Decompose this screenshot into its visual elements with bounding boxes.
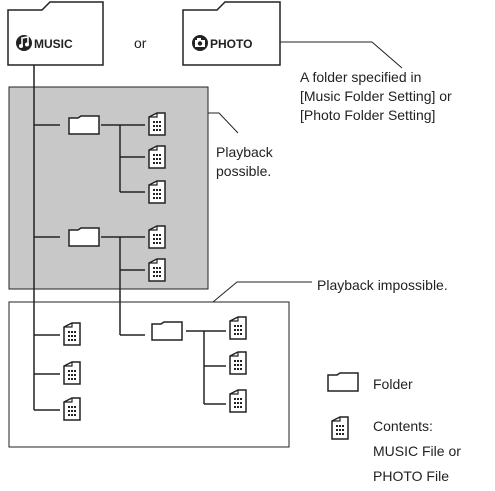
playback-possible-region [8, 86, 209, 290]
file-icon [148, 145, 166, 169]
folder-icon [68, 115, 100, 135]
file-icon [148, 225, 166, 249]
impossible-leader [212, 281, 312, 303]
or-text: or [134, 35, 147, 51]
file-icon [148, 180, 166, 204]
photo-root-folder: PHOTO [182, 1, 281, 66]
photo-root-label: PHOTO [210, 37, 252, 51]
music-root-label: MUSIC [34, 37, 73, 51]
folder-spec-text-2: [Music Folder Setting] or [300, 88, 452, 104]
camera-icon [192, 35, 208, 51]
file-icon [229, 351, 247, 375]
folder-spec-text-1: A folder specified in [300, 69, 421, 85]
file-icon [63, 322, 81, 346]
tree-lines [33, 65, 226, 411]
folder-spec-leader [280, 41, 403, 69]
legend-contents-text-2: MUSIC File or [373, 443, 461, 459]
folder-icon [68, 227, 100, 247]
legend-contents-text-3: PHOTO File [373, 468, 449, 484]
playback-possible-text-2: possible. [216, 163, 271, 179]
folder-icon [151, 321, 183, 341]
playback-impossible-text: Playback impossible. [317, 277, 448, 293]
folder-spec-text-3: [Photo Folder Setting] [300, 107, 435, 123]
possible-leader [208, 112, 239, 134]
legend-folder-text: Folder [373, 376, 413, 392]
music-note-icon [16, 35, 32, 51]
legend-contents-text-1: Contents: [373, 418, 433, 434]
file-icon [63, 361, 81, 385]
legend-file-icon [331, 416, 349, 440]
legend-folder-icon [327, 372, 359, 392]
file-icon [229, 316, 247, 340]
file-icon [148, 112, 166, 136]
file-icon [148, 258, 166, 282]
playback-possible-text-1: Playback [216, 144, 274, 160]
file-icon [63, 397, 81, 421]
file-icon [229, 389, 247, 413]
music-root-folder: MUSIC [7, 1, 104, 66]
